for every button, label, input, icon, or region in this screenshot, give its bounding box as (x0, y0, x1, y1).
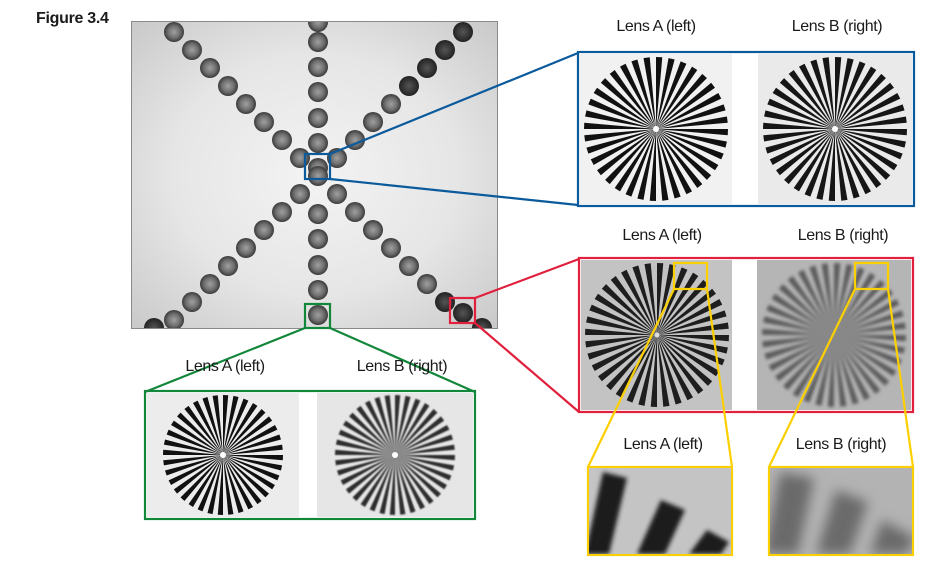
siemens-star-sharp (163, 395, 283, 515)
red-lens-a-label: Lens A (left) (622, 227, 702, 244)
blue-zoom-panel (580, 54, 912, 204)
red-zoom-panel (581, 260, 911, 410)
star-target-grid (144, 22, 492, 328)
figure-label: Figure 3.4 (36, 10, 109, 27)
blue-lens-a-star-image (580, 54, 732, 204)
green-highlight-box (303, 302, 332, 330)
red-highlight-box (448, 296, 477, 325)
yellow-lens-a-detail-image (589, 468, 731, 554)
blue-lens-b-label: Lens B (right) (791, 18, 883, 35)
red-lens-a-star-image (581, 260, 732, 410)
yellow-lens-b-label: Lens B (right) (795, 436, 887, 453)
yellow-lens-b-detail-image (770, 468, 912, 554)
green-lens-b-star-image (317, 393, 473, 517)
yellow-lens-a-label: Lens A (left) (623, 436, 703, 453)
yellow-highlight-box-lens-b (853, 261, 890, 291)
red-lens-b-star-image (757, 260, 911, 410)
blue-lens-b-star-image (758, 54, 912, 204)
red-lens-b-label: Lens B (right) (797, 227, 889, 244)
yellow-panel-lens-b-border (767, 465, 915, 557)
blue-highlight-box (303, 152, 332, 181)
siemens-star-sharp (763, 57, 907, 201)
yellow-highlight-box-lens-a (672, 261, 709, 291)
siemens-star-corner-lens-b-blurred (762, 263, 906, 407)
siemens-star-soft (335, 395, 455, 515)
blue-lens-a-label: Lens A (left) (616, 18, 696, 35)
green-lens-a-label: Lens A (left) (185, 358, 265, 375)
red-panel-border (577, 256, 915, 414)
blue-panel-border (576, 50, 916, 208)
green-zoom-panel (147, 393, 473, 517)
green-panel-border (143, 389, 477, 521)
siemens-star-sharp (584, 57, 728, 201)
siemens-star-corner-lens-a (585, 263, 729, 407)
green-lens-a-star-image (147, 393, 299, 517)
overview-test-chart-image (131, 21, 498, 329)
yellow-panel-lens-a-border (586, 465, 734, 557)
green-lens-b-label: Lens B (right) (356, 358, 448, 375)
